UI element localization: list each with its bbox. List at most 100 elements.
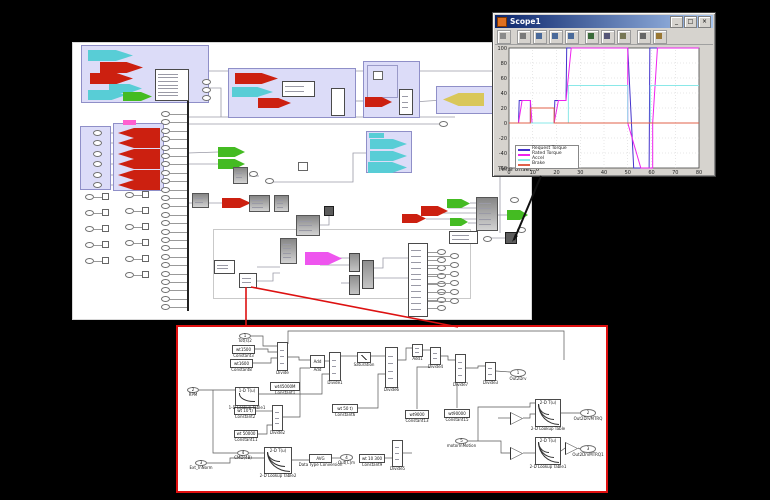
- bus-tap-port[interactable]: [161, 237, 170, 243]
- lock-icon[interactable]: [653, 29, 667, 44]
- subsystem-block[interactable]: [296, 215, 320, 236]
- port-oval[interactable]: [85, 242, 94, 248]
- float-icon[interactable]: [637, 29, 651, 44]
- terminator-block[interactable]: [142, 271, 149, 278]
- bus-tap-port[interactable]: [161, 271, 170, 277]
- bus-tap-port[interactable]: [161, 229, 170, 235]
- from-tag-cyan[interactable]: [88, 50, 133, 61]
- output-port-oval[interactable]: [437, 281, 446, 287]
- port-oval[interactable]: [125, 192, 134, 198]
- output-port-oval[interactable]: [437, 305, 446, 311]
- terminator-block[interactable]: [142, 255, 149, 262]
- simulink-model-canvas[interactable]: [72, 42, 532, 320]
- lookup-table-block[interactable]: 2-D T(u)2-D Lookup Table2: [260, 447, 296, 478]
- port-oval[interactable]: [249, 171, 258, 177]
- add-block[interactable]: Add1: [412, 344, 423, 361]
- printer-icon[interactable]: [497, 29, 511, 44]
- bus-tap-port[interactable]: [161, 170, 170, 176]
- port-oval[interactable]: [202, 95, 211, 101]
- lookup-table-block[interactable]: 1-D T(u)1-D Lookup Table1: [229, 387, 265, 410]
- from-tag-red[interactable]: [100, 62, 143, 73]
- output-port-oval[interactable]: [450, 271, 459, 277]
- lookup-table-block[interactable]: 2-D T(u)2-D Lookup Table1: [530, 437, 566, 469]
- terminator-block[interactable]: [142, 223, 149, 230]
- port-oval[interactable]: [125, 256, 134, 262]
- port-oval[interactable]: [202, 79, 211, 85]
- saturation-block[interactable]: Saturation: [354, 352, 374, 367]
- transfer-block[interactable]: [214, 260, 235, 274]
- bus-tap-port[interactable]: [161, 279, 170, 285]
- save-axes-icon[interactable]: [601, 29, 615, 44]
- bus-tap-port[interactable]: [161, 187, 170, 193]
- bus-tap-port[interactable]: [161, 296, 170, 302]
- terminator-block[interactable]: [102, 225, 109, 232]
- port-oval[interactable]: [85, 194, 94, 200]
- autoscale-icon[interactable]: [585, 29, 599, 44]
- tag-cyan-small[interactable]: [369, 133, 384, 138]
- output-port-oval[interactable]: [450, 253, 459, 259]
- port-oval[interactable]: [93, 161, 102, 167]
- output-port-oval[interactable]: [450, 298, 459, 304]
- output-port-oval[interactable]: [437, 297, 446, 303]
- terminator-block[interactable]: [142, 239, 149, 246]
- from-tag-red[interactable]: [258, 98, 291, 108]
- terminator-block[interactable]: [142, 191, 149, 198]
- parameters-icon[interactable]: [517, 29, 531, 44]
- close-button[interactable]: ×: [698, 15, 711, 28]
- constant-block[interactable]: wt 10 t)Constant2: [234, 407, 256, 419]
- minimize-button[interactable]: _: [670, 15, 683, 28]
- bus-tap-port[interactable]: [161, 153, 170, 159]
- maximize-button[interactable]: □: [684, 15, 697, 28]
- bus-tap-port[interactable]: [161, 145, 170, 151]
- output-port-oval[interactable]: [437, 273, 446, 279]
- scope-titlebar[interactable]: Scope1 _□×: [495, 15, 713, 28]
- constant-block[interactable]: [298, 162, 308, 171]
- scope-block[interactable]: [505, 232, 517, 244]
- goto-tag-red[interactable]: [118, 128, 160, 138]
- product-block[interactable]: Divide: [276, 342, 289, 375]
- goto-tag-yellow[interactable]: [443, 93, 484, 106]
- terminator-block[interactable]: [102, 257, 109, 264]
- from-tag-red[interactable]: [402, 214, 426, 223]
- callout-source-block[interactable]: [239, 273, 257, 288]
- controller-block[interactable]: [155, 69, 189, 101]
- subsystem-block[interactable]: [233, 167, 248, 184]
- port-oval[interactable]: [85, 226, 94, 232]
- subsystem-block[interactable]: [192, 193, 209, 208]
- bus-tap-port[interactable]: [161, 195, 170, 201]
- from-tag-red[interactable]: [421, 206, 448, 216]
- product-block[interactable]: Divide3: [483, 362, 498, 385]
- port-oval[interactable]: [517, 227, 526, 233]
- switch-block[interactable]: [399, 89, 413, 115]
- zoom-y-icon[interactable]: [565, 29, 579, 44]
- from-tag-red[interactable]: [222, 198, 251, 208]
- goto-tag-red[interactable]: [118, 149, 160, 159]
- demux-block[interactable]: [408, 243, 428, 317]
- bus-tap-port[interactable]: [161, 212, 170, 218]
- from-tag-cyan[interactable]: [232, 87, 273, 97]
- tag-pink[interactable]: [123, 120, 136, 125]
- bus-tap-port[interactable]: [161, 220, 170, 226]
- product-block[interactable]: Divide5: [390, 440, 405, 471]
- bus-tap-port[interactable]: [161, 203, 170, 209]
- subsystem-block[interactable]: [274, 195, 289, 212]
- product-block[interactable]: Divide7: [453, 354, 468, 387]
- port-oval[interactable]: [85, 210, 94, 216]
- port-oval[interactable]: [125, 272, 134, 278]
- goto-tag-cyan[interactable]: [370, 151, 407, 161]
- zoom-x-icon[interactable]: [549, 29, 563, 44]
- mux-block[interactable]: [331, 88, 345, 116]
- from-tag-green[interactable]: [123, 92, 152, 101]
